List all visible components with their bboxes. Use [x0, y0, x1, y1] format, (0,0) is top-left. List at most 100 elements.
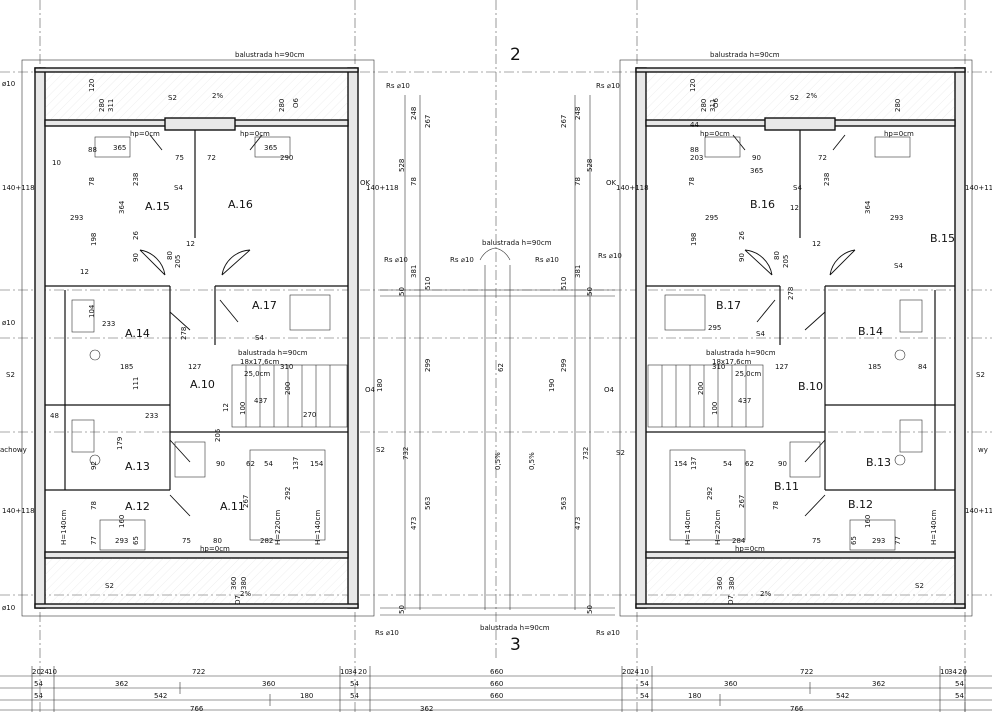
svg-text:75: 75 — [812, 537, 821, 545]
svg-text:84: 84 — [918, 363, 927, 371]
svg-text:20: 20 — [622, 668, 631, 676]
svg-text:292: 292 — [706, 487, 714, 500]
svg-text:660: 660 — [490, 692, 503, 700]
svg-text:S4: S4 — [255, 334, 264, 342]
svg-text:S2: S2 — [616, 449, 625, 457]
side-mark: ø10 — [2, 319, 15, 327]
svg-text:54: 54 — [264, 460, 273, 468]
svg-text:293: 293 — [70, 214, 83, 222]
svg-text:hp=0cm: hp=0cm — [884, 130, 914, 138]
svg-text:190: 190 — [548, 379, 556, 392]
svg-text:248: 248 — [410, 107, 418, 120]
svg-text:127: 127 — [188, 363, 201, 371]
svg-text:54: 54 — [34, 680, 43, 688]
svg-text:100: 100 — [239, 402, 247, 415]
svg-text:198: 198 — [90, 233, 98, 246]
svg-text:2%: 2% — [806, 92, 817, 100]
svg-text:360: 360 — [716, 577, 724, 590]
svg-text:78: 78 — [574, 177, 582, 186]
svg-text:88: 88 — [690, 146, 699, 154]
svg-text:205: 205 — [782, 255, 790, 268]
svg-text:563: 563 — [424, 497, 432, 510]
svg-text:25,0cm: 25,0cm — [244, 370, 270, 378]
svg-text:310: 310 — [712, 363, 725, 371]
svg-text:90: 90 — [752, 154, 761, 162]
svg-text:54: 54 — [350, 692, 359, 700]
svg-text:100: 100 — [711, 402, 719, 415]
svg-text:26: 26 — [132, 231, 140, 240]
svg-text:Rs ⌀10: Rs ⌀10 — [386, 82, 410, 90]
svg-text:O7: O7 — [234, 595, 242, 605]
svg-text:26: 26 — [738, 231, 746, 240]
svg-text:722: 722 — [192, 668, 205, 676]
svg-text:280: 280 — [98, 99, 106, 112]
svg-text:90: 90 — [738, 253, 746, 262]
svg-text:732: 732 — [402, 447, 410, 460]
svg-text:20: 20 — [358, 668, 367, 676]
svg-text:473: 473 — [410, 517, 418, 530]
stairs-left — [231, 364, 348, 428]
svg-text:S4: S4 — [793, 184, 802, 192]
svg-text:balustrada h=90cm: balustrada h=90cm — [238, 349, 308, 357]
svg-text:278: 278 — [787, 287, 795, 300]
svg-text:24: 24 — [40, 668, 49, 676]
svg-text:137: 137 — [292, 457, 300, 470]
svg-text:34: 34 — [348, 668, 357, 676]
annotations: balustrada h=90cm balustrada h=90cm balu… — [2, 51, 992, 637]
svg-text:180: 180 — [376, 379, 384, 392]
svg-text:92: 92 — [90, 461, 98, 470]
svg-text:80: 80 — [773, 251, 781, 260]
svg-text:364: 364 — [864, 200, 872, 214]
svg-text:185: 185 — [120, 363, 133, 371]
svg-text:balustrada h=90cm: balustrada h=90cm — [482, 239, 552, 247]
svg-text:H=220cm: H=220cm — [714, 510, 722, 545]
svg-text:62: 62 — [497, 363, 505, 372]
side-mark: S2 — [6, 371, 15, 379]
svg-text:233: 233 — [102, 320, 115, 328]
svg-text:2%: 2% — [212, 92, 223, 100]
svg-text:2%: 2% — [760, 590, 771, 598]
svg-text:S2: S2 — [790, 94, 799, 102]
svg-text:127: 127 — [775, 363, 788, 371]
svg-text:balustrada h=90cm: balustrada h=90cm — [710, 51, 780, 59]
svg-text:72: 72 — [818, 154, 827, 162]
svg-text:2%: 2% — [240, 590, 251, 598]
svg-text:284: 284 — [732, 537, 746, 545]
svg-text:34: 34 — [948, 668, 957, 676]
svg-text:S4: S4 — [174, 184, 183, 192]
svg-text:542: 542 — [154, 692, 167, 700]
svg-text:120: 120 — [88, 79, 96, 92]
svg-text:78: 78 — [410, 177, 418, 186]
svg-text:S2: S2 — [915, 582, 924, 590]
svg-text:S2: S2 — [376, 446, 385, 454]
svg-text:140+118: 140+118 — [965, 184, 992, 192]
svg-text:24: 24 — [630, 668, 639, 676]
svg-text:381: 381 — [410, 265, 418, 278]
svg-text:20: 20 — [958, 668, 967, 676]
svg-text:293: 293 — [872, 537, 885, 545]
svg-text:80: 80 — [213, 537, 222, 545]
svg-text:310: 310 — [280, 363, 293, 371]
svg-text:balustrada h=90cm: balustrada h=90cm — [235, 51, 305, 59]
svg-text:111: 111 — [132, 377, 140, 390]
svg-text:S4: S4 — [894, 262, 903, 270]
svg-text:542: 542 — [836, 692, 849, 700]
svg-text:381: 381 — [574, 265, 582, 278]
room-label: B.17 — [716, 299, 741, 312]
svg-text:179: 179 — [116, 437, 124, 450]
room-label: A.16 — [228, 198, 253, 211]
svg-text:200: 200 — [284, 382, 292, 395]
svg-text:238: 238 — [823, 173, 831, 186]
svg-text:364: 364 — [118, 200, 126, 214]
svg-text:360: 360 — [230, 577, 238, 590]
left-unit-dimensions: 120 280 311 280 88 365 75 72 290 365 78 … — [50, 79, 324, 590]
svg-text:72: 72 — [207, 154, 216, 162]
svg-text:62: 62 — [745, 460, 754, 468]
svg-text:154: 154 — [310, 460, 324, 468]
svg-text:S4: S4 — [756, 330, 765, 338]
svg-text:660: 660 — [490, 680, 503, 688]
svg-text:140+118: 140+118 — [965, 507, 992, 515]
section-label-top: 2 — [510, 45, 521, 65]
svg-text:280: 280 — [700, 99, 708, 112]
svg-text:54: 54 — [640, 692, 649, 700]
